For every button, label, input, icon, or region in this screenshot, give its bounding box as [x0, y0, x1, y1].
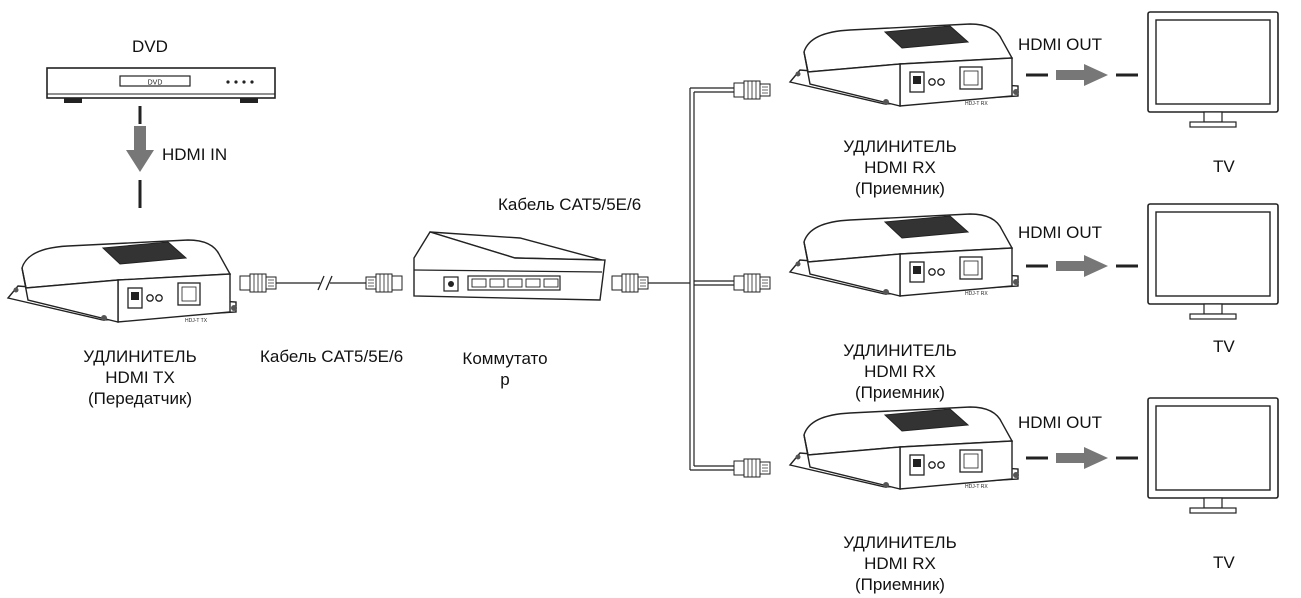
switch-caption-line2: р [500, 370, 510, 389]
switch-caption: Коммутато р [446, 348, 564, 390]
hdmi-out-arrow-2 [1024, 253, 1140, 279]
transmitter-panel-text: HDJ-T TX [185, 318, 208, 324]
transmitter-device [7, 239, 238, 323]
hdmi-in-label: HDMI IN [162, 145, 228, 164]
cable-switch-receivers [611, 80, 771, 478]
receiver-panel-text-3: HDJ-T RX [965, 484, 988, 490]
hdmi-out-arrow-3 [1024, 445, 1140, 471]
hdmi-out-label-1: HDMI OUT [1018, 35, 1103, 54]
receiver-caption-1-line3: (Приемник) [855, 179, 945, 198]
receiver-caption-2-line1: УДЛИНИТЕЛЬ [843, 341, 957, 360]
dvd-player-icon: DVD [46, 67, 276, 103]
transmitter-caption: УДЛИНИТЕЛЬ HDMI TX (Передатчик) [50, 346, 230, 409]
receiver-caption-2-line2: HDMI RX [864, 362, 936, 381]
network-switch-icon [413, 231, 606, 301]
receiver-caption-2: УДЛИНИТЕЛЬ HDMI RX (Приемник) [810, 340, 990, 404]
receiver-caption-3: УДЛИНИТЕЛЬ HDMI RX (Приемник) [810, 532, 990, 595]
receiver-device-2 [789, 213, 1020, 297]
receiver-caption-3-line3: (Приемник) [855, 575, 945, 594]
transmitter-caption-line2: HDMI TX [105, 368, 175, 387]
tv-label-3: TV [1213, 553, 1235, 572]
hdmi-in-arrow [126, 106, 154, 208]
tv-icon-2 [1147, 203, 1279, 320]
cable-tx-switch [239, 273, 403, 293]
receiver-caption-3-line1: УДЛИНИТЕЛЬ [843, 533, 957, 552]
switch-caption-line1: Коммутато [462, 349, 548, 368]
receiver-caption-1-line1: УДЛИНИТЕЛЬ [843, 137, 957, 156]
cable-label-left: Кабель CAT5/5E/6 [260, 347, 404, 366]
receiver-panel-text-2: HDJ-T RX [965, 291, 988, 297]
dvd-display-text: DVD [148, 80, 163, 87]
tv-icon-1 [1147, 11, 1279, 128]
dvd-label: DVD [132, 37, 168, 56]
tv-icon-3 [1147, 397, 1279, 514]
tv-label-2: TV [1213, 337, 1235, 356]
transmitter-caption-line1: УДЛИНИТЕЛЬ [83, 347, 197, 366]
hdmi-out-label-2: HDMI OUT [1018, 223, 1103, 242]
hdmi-out-label-3: HDMI OUT [1018, 413, 1103, 432]
transmitter-caption-line3: (Передатчик) [87, 389, 193, 408]
receiver-device-3 [789, 406, 1020, 490]
hdmi-out-arrow-1 [1024, 62, 1140, 88]
tv-label-1: TV [1213, 157, 1235, 176]
receiver-caption-1-line2: HDMI RX [864, 158, 936, 177]
receiver-caption-1: УДЛИНИТЕЛЬ HDMI RX (Приемник) [810, 136, 990, 199]
receiver-panel-text-1: HDJ-T RX [965, 101, 988, 107]
cable-label-top: Кабель CAT5/5E/6 [498, 195, 642, 214]
receiver-caption-3-line2: HDMI RX [864, 554, 936, 573]
receiver-device-1 [789, 23, 1020, 107]
receiver-caption-2-line3: (Приемник) [855, 383, 945, 402]
